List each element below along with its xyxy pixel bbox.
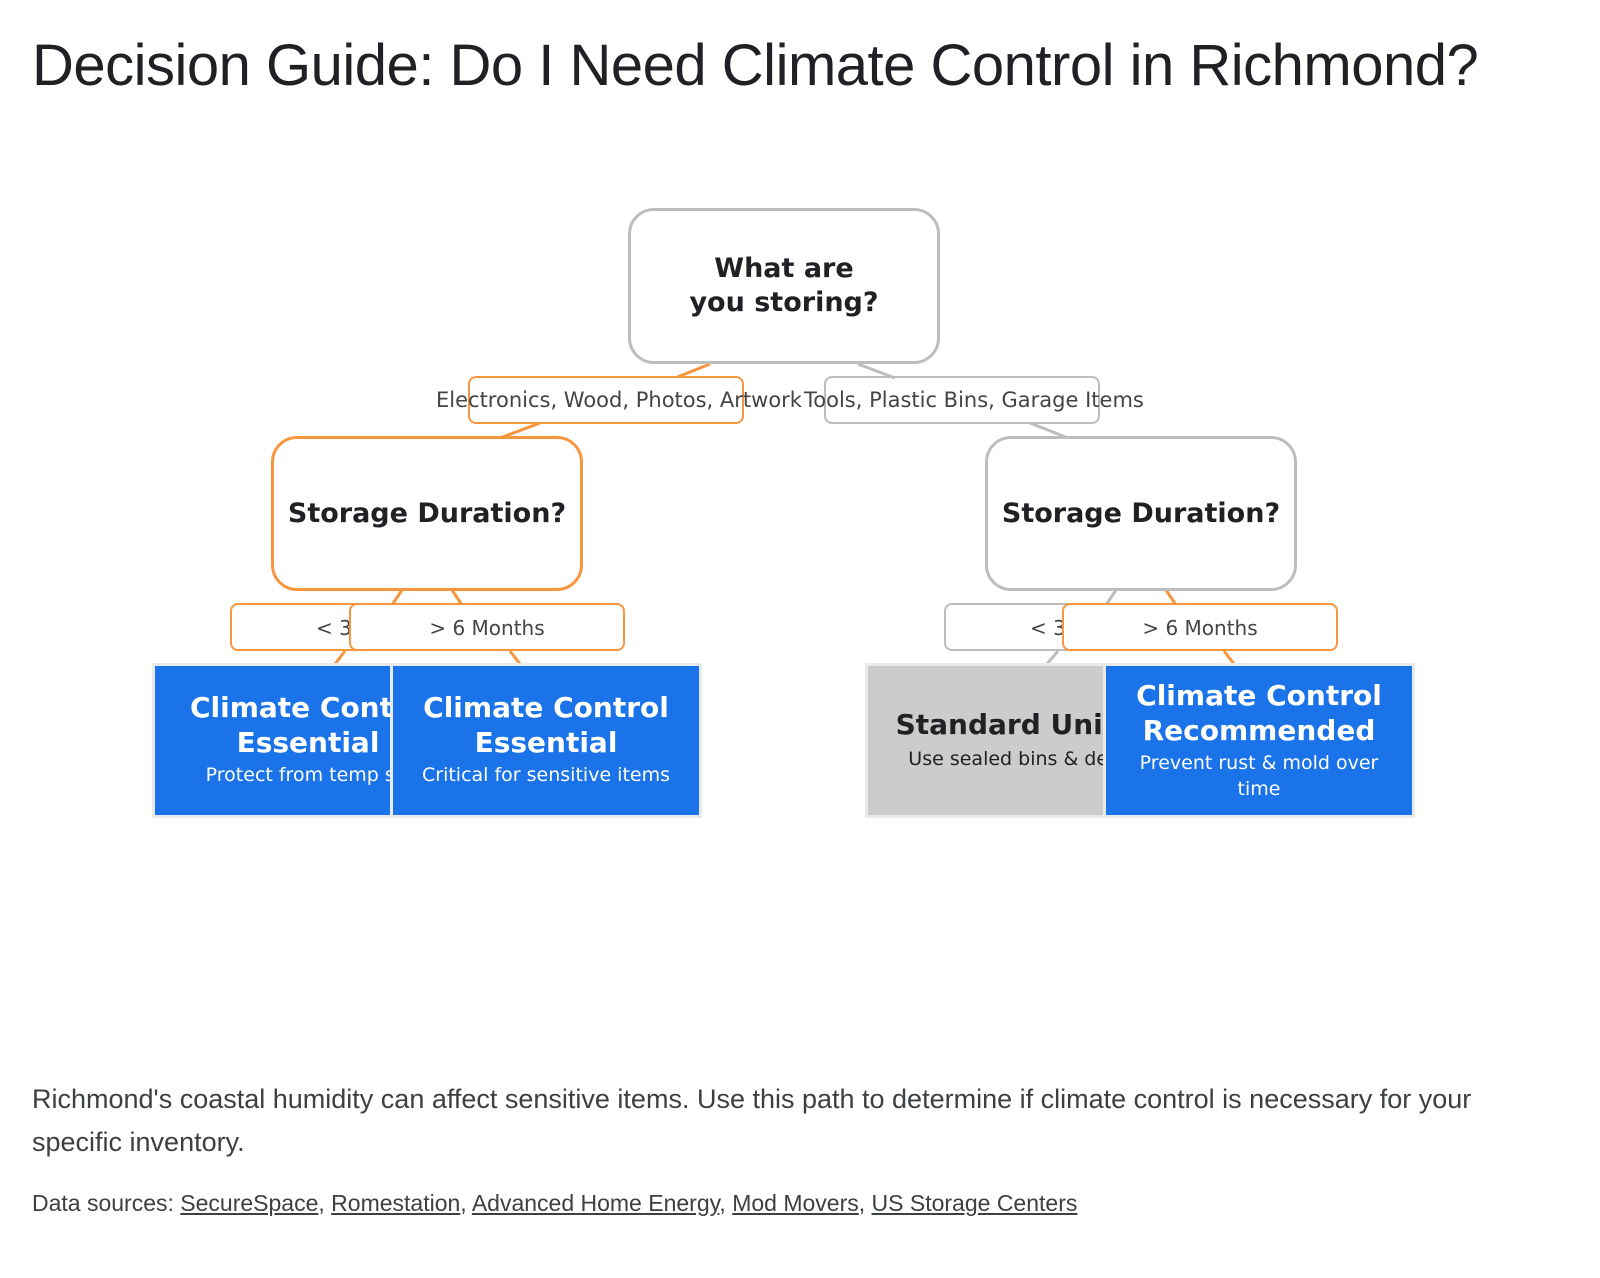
source-link-mod-movers[interactable]: Mod Movers — [732, 1190, 859, 1216]
left-duration-label: Storage Duration? — [287, 497, 567, 529]
data-sources: Data sources: SecureSpace, Romestation, … — [32, 1190, 1078, 1216]
left-long-pill[interactable]: > 6 Months — [349, 603, 625, 651]
leaf-left-long-subtitle: Critical for sensitive items — [422, 764, 670, 786]
description: Richmond's coastal humidity can affect s… — [32, 1084, 1472, 1157]
leaf-left-short-subtitle: Protect from temp sw — [205, 764, 411, 786]
right-branch-pill[interactable] — [824, 376, 1100, 424]
left-short-label: < 3 — [316, 616, 352, 640]
right-short-label: < 3 — [1030, 616, 1066, 640]
edge-left-to-short — [390, 589, 404, 606]
edge-root-to-right — [857, 362, 896, 380]
leaf-left-short-title-1: Climate Contro — [189, 691, 427, 724]
sources-label: Data sources: — [32, 1190, 181, 1216]
leaf-right-long[interactable]: Climate Control Recommended Prevent rust… — [1103, 663, 1415, 818]
root-question-node[interactable]: What are you storing? — [628, 208, 940, 364]
leaf-left-long-title: Climate Control Essential — [423, 691, 669, 759]
left-duration-node[interactable]: Storage Duration? — [271, 436, 583, 591]
edge-left-short-to-leaf — [333, 650, 347, 665]
left-branch-pill[interactable] — [468, 376, 744, 424]
left-long-label: > 6 Months — [429, 616, 545, 640]
edge-left-label-to-node — [499, 421, 541, 440]
edge-left-to-long — [450, 589, 464, 606]
edge-right-short-to-leaf — [1045, 650, 1060, 665]
leaf-right-long-subtitle-2: time — [1237, 778, 1281, 800]
right-long-pill[interactable]: > 6 Months — [1062, 603, 1338, 651]
left-branch-label: Electronics, Wood, Photos, Artwork — [436, 388, 802, 412]
edge-root-to-left — [674, 362, 711, 380]
leaf-right-long-subtitle-1: Prevent rust & mold over — [1139, 752, 1379, 774]
edge-left-long-to-leaf — [508, 650, 522, 665]
leaf-left-short-title-2: Essential — [236, 726, 380, 759]
right-branch-label: Tools, Plastic Bins, Garage Items — [804, 388, 1144, 412]
edge-right-to-short — [1104, 589, 1118, 606]
leaf-right-short-subtitle: Use sealed bins & desic — [908, 748, 1134, 770]
right-duration-label: Storage Duration? — [1001, 497, 1281, 529]
edge-right-label-to-node — [1029, 421, 1069, 440]
source-link-us-storage-centers[interactable]: US Storage Centers — [871, 1190, 1078, 1216]
root-question-label: What are you storing? — [689, 253, 879, 318]
leaf-right-long-title-1: Climate Control — [1136, 679, 1382, 712]
leaf-right-long-title-2: Recommended — [1142, 714, 1376, 747]
tree-edges — [333, 362, 1236, 665]
edge-right-to-long — [1164, 589, 1178, 606]
edge-right-long-to-leaf — [1222, 650, 1236, 665]
page-title: Decision Guide: Do I Need Climate Contro… — [32, 33, 1479, 98]
right-duration-node[interactable]: Storage Duration? — [985, 436, 1297, 591]
decision-tree: What are you storing? Electronics, Wood,… — [152, 208, 1415, 818]
leaf-left-long[interactable]: Climate Control Essential Critical for s… — [390, 663, 702, 818]
source-link-advanced-home-energy[interactable]: Advanced Home Energy — [471, 1190, 720, 1216]
source-link-securespace[interactable]: SecureSpace — [180, 1190, 319, 1216]
source-link-romestation[interactable]: Romestation — [331, 1190, 461, 1216]
right-long-label: > 6 Months — [1142, 616, 1258, 640]
